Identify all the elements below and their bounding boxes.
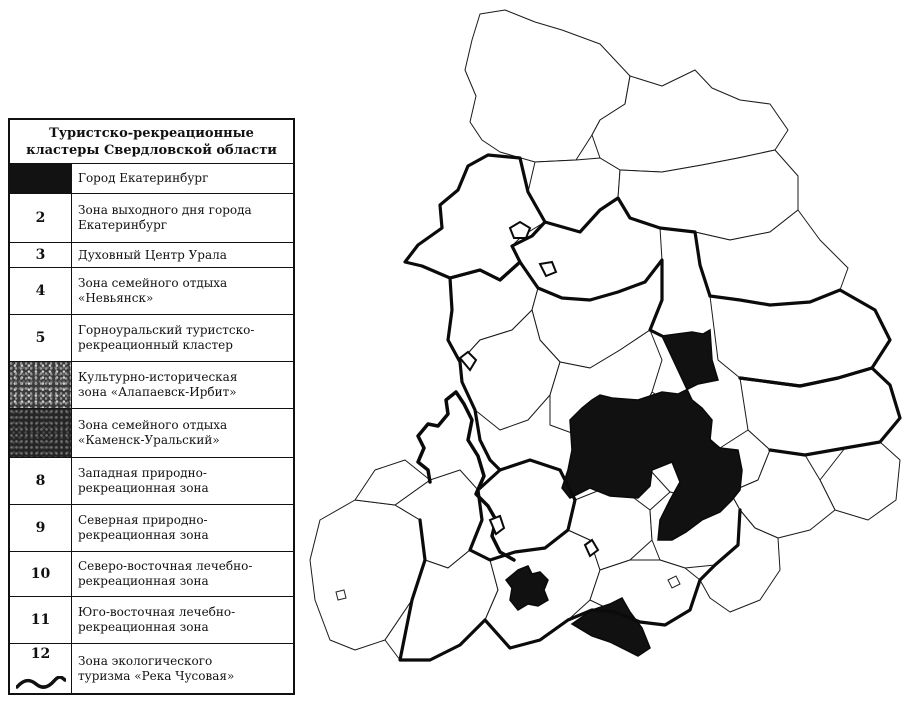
legend-key-river: 12 — [10, 644, 72, 693]
legend-label: Зона выходного дня города — [78, 203, 252, 217]
legend-label: Северная природно- — [78, 513, 208, 527]
legend-label: Культурно-историческая — [78, 370, 238, 384]
map-zone-kamensk-uralsky — [570, 597, 651, 657]
map-border-east-cluster-2 — [738, 366, 902, 457]
legend-label-cont: Екатеринбург — [78, 218, 168, 232]
legend-key-number: 11 — [10, 597, 72, 643]
legend-swatch-black — [10, 164, 72, 193]
legend-title-line2: кластеры Свердловской области — [26, 143, 277, 158]
legend-key-number: 5 — [10, 315, 72, 361]
map-border-northern-cluster — [543, 196, 712, 298]
legend-row-alapaevsk: Культурно-историческая зона «Алапаевск-И… — [10, 362, 293, 409]
legend-row-3: 3 Духовный Центр Урала — [10, 243, 293, 268]
river-line-icon — [16, 676, 66, 689]
legend-label: Город Екатеринбург — [78, 171, 209, 185]
map-enclave-2 — [667, 575, 681, 589]
legend-label: Юго-восточная лечебно- — [78, 605, 236, 619]
legend-label: Зона семейного отдыха — [78, 418, 228, 432]
map-lake-1 — [508, 220, 532, 239]
legend-key-number: 4 — [10, 268, 72, 314]
legend-title: Туристско-рекреационные кластеры Свердло… — [10, 120, 293, 164]
legend-key-number: 10 — [10, 552, 72, 596]
legend-swatch-textured-dark — [10, 409, 72, 457]
legend-key-number: 2 — [10, 194, 72, 242]
legend-row-12: 12 Зона экологического туризма «Река Чус… — [10, 644, 293, 693]
legend-label-cont: туризма «Река Чусовая» — [78, 668, 235, 683]
legend-row-kamensk: Зона семейного отдыха «Каменск-Уральский… — [10, 409, 293, 458]
map-lake-3 — [458, 350, 478, 372]
legend-label-cont: рекреационный кластер — [78, 338, 233, 352]
legend-row-5: 5 Горноуральский туристско- рекреационны… — [10, 315, 293, 362]
legend-row-8: 8 Западная природно- рекреационная зона — [10, 458, 293, 505]
map-border-south-cluster — [398, 508, 742, 662]
sverdlovsk-region-map — [309, 9, 902, 662]
legend-label-cont: зона «Алапаевск-Ирбит» — [78, 385, 237, 399]
map-border-west-cluster — [446, 276, 502, 472]
legend-label: Горноуральский туристско- — [78, 323, 255, 337]
legend-label-cont: рекреационная зона — [78, 574, 209, 588]
map-border-central-cluster — [448, 258, 664, 338]
map-river-chusovaya — [416, 390, 516, 562]
legend-key-number: 8 — [10, 458, 72, 504]
legend-label-cont: рекреационная зона — [78, 528, 209, 542]
map-lake-5 — [583, 538, 600, 558]
legend-label-cont: рекреационная зона — [78, 481, 209, 495]
map-lake-2 — [538, 260, 558, 278]
legend-row-4: 4 Зона семейного отдыха «Невьянск» — [10, 268, 293, 315]
legend-row-11: 11 Юго-восточная лечебно- рекреационная … — [10, 597, 293, 644]
legend-label-cont: «Невьянск» — [78, 291, 154, 305]
legend-row-10: 10 Северо-восточная лечебно- рекреационн… — [10, 552, 293, 597]
map-lake-4 — [488, 514, 506, 536]
map-region-west-edge — [354, 459, 431, 506]
legend-label: Зона семейного отдыха — [78, 276, 228, 290]
legend-label: Западная природно- — [78, 466, 207, 480]
map-region-far-north — [464, 9, 631, 163]
legend-title-line1: Туристско-рекреационные — [49, 126, 254, 141]
legend-label-cont: «Каменск-Уральский» — [78, 433, 220, 447]
legend-row-ekaterinburg: Город Екатеринбург — [10, 164, 293, 194]
legend-row-9: 9 Северная природно- рекреационная зона — [10, 505, 293, 552]
legend-key-number: 12 — [30, 646, 51, 662]
legend-label-cont: рекреационная зона — [78, 620, 209, 634]
legend-key-number: 9 — [10, 505, 72, 551]
legend-swatch-textured-light — [10, 362, 72, 408]
map-zone-ekaterinburg — [504, 565, 549, 611]
map-zone-alapaevsk-irbit — [561, 328, 743, 541]
legend-key-number: 3 — [10, 243, 72, 267]
legend-label: Зона экологического — [78, 653, 213, 668]
map-legend: Туристско-рекреационные кластеры Свердло… — [8, 118, 295, 695]
map-enclave-1 — [335, 589, 347, 601]
legend-row-2: 2 Зона выходного дня города Екатеринбург — [10, 194, 293, 243]
legend-label: Северо-восточная лечебно- — [78, 559, 253, 573]
legend-label: Духовный Центр Урала — [78, 247, 227, 262]
map-border-south-inner — [468, 458, 577, 562]
